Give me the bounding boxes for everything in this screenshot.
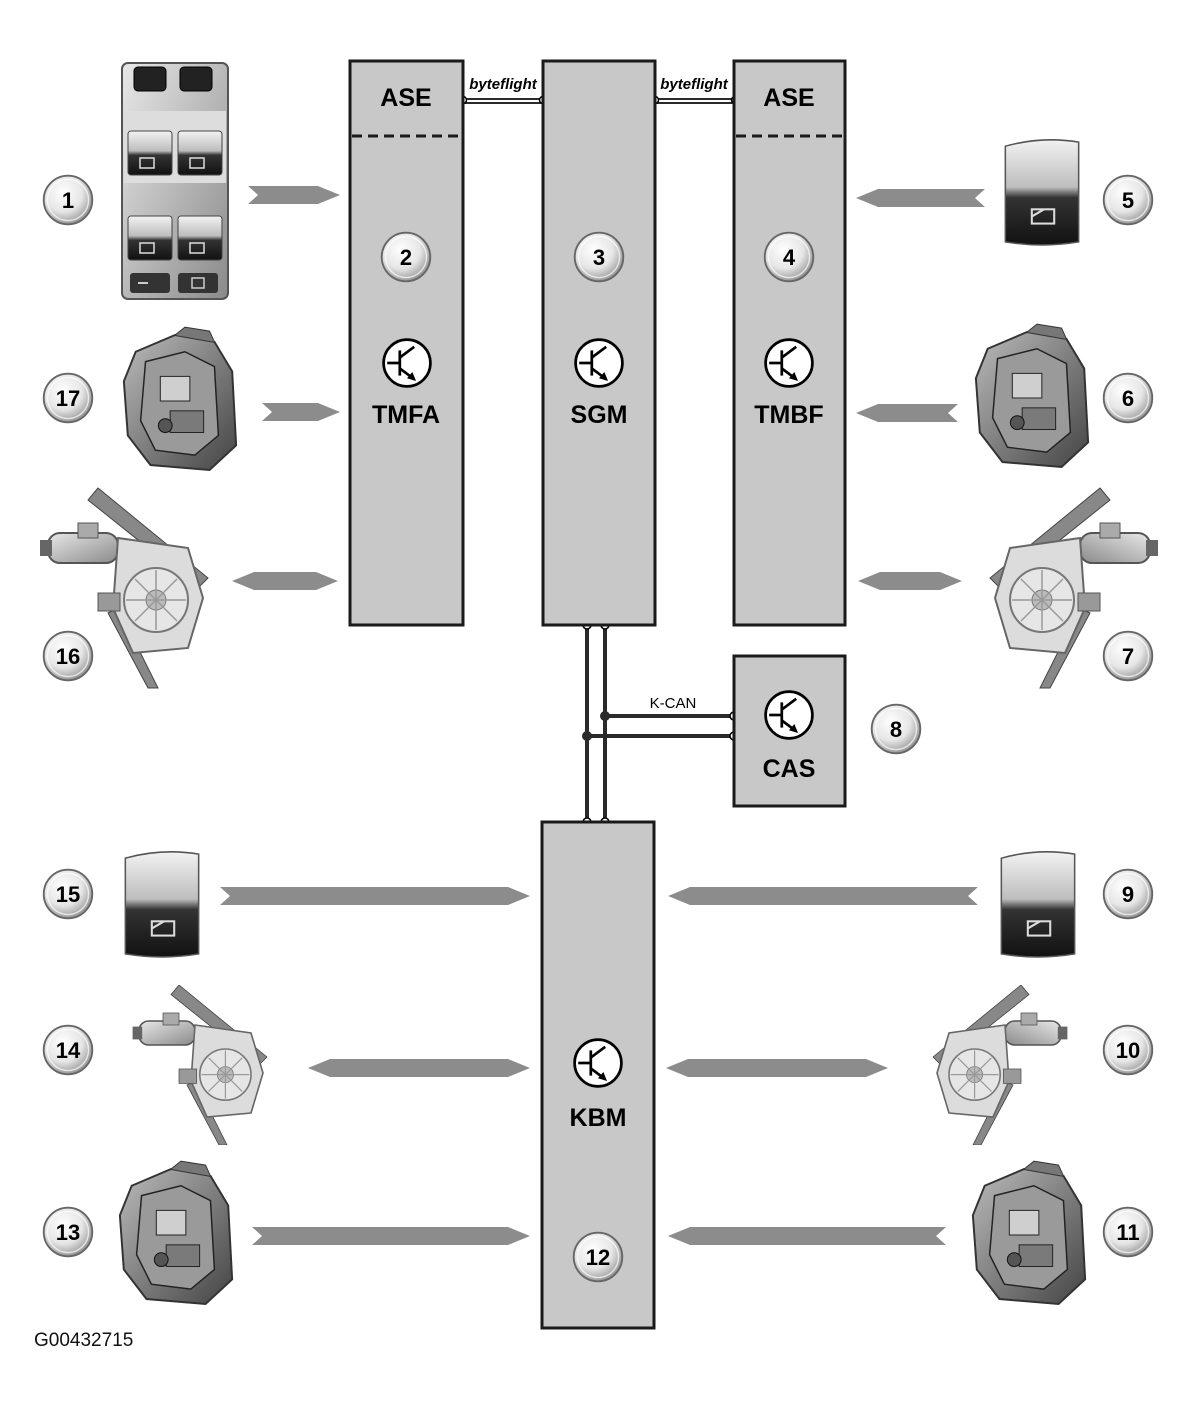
callout-14: 14 bbox=[56, 1038, 81, 1063]
callouts: 1 5 17 6 16 7 15 9 14 10 13 11 bbox=[42, 174, 1154, 1258]
callout-2: 2 bbox=[400, 245, 412, 270]
byteflight-label-right: byteflight bbox=[660, 76, 728, 93]
callout-7: 7 bbox=[1122, 644, 1134, 669]
arrow-7-tmbf bbox=[858, 572, 962, 590]
transistor-icon bbox=[764, 690, 814, 740]
arrow-9-to-kbm bbox=[668, 887, 978, 905]
arrow-16-tmfa bbox=[232, 572, 338, 590]
document-id: G00432715 bbox=[34, 1330, 134, 1351]
window-switch-icon bbox=[1004, 138, 1080, 246]
callout-4: 4 bbox=[783, 245, 796, 270]
byteflight-bus-right: byteflight bbox=[650, 76, 740, 105]
module-sgm-label: SGM bbox=[571, 401, 628, 429]
transistor-icon bbox=[573, 1038, 623, 1088]
callout-16: 16 bbox=[56, 644, 80, 669]
door-lock-actuator-icon bbox=[118, 1160, 234, 1305]
callout-1: 1 bbox=[62, 188, 74, 213]
arrow-14-kbm bbox=[308, 1059, 530, 1077]
callout-10: 10 bbox=[1116, 1038, 1140, 1063]
callout-15: 15 bbox=[56, 882, 80, 907]
module-tmbf-header: ASE bbox=[763, 84, 814, 112]
callout-9: 9 bbox=[1122, 882, 1134, 907]
arrow-10-kbm bbox=[666, 1059, 888, 1077]
window-motor-icon bbox=[931, 985, 1069, 1145]
module-kbm-label: KBM bbox=[570, 1104, 627, 1132]
arrow-6-to-tmbf bbox=[856, 404, 958, 422]
door-lock-actuator-icon bbox=[974, 323, 1090, 468]
byteflight-label-left: byteflight bbox=[469, 76, 537, 93]
kcan-label: K-CAN bbox=[650, 695, 697, 712]
window-switch-icon bbox=[1000, 850, 1076, 958]
module-sgm: 3 SGM bbox=[541, 59, 657, 627]
callout-12: 12 bbox=[586, 1245, 610, 1270]
door-lock-actuator-icon bbox=[122, 326, 238, 471]
module-tmbf-label: TMBF bbox=[754, 401, 823, 429]
callout-13: 13 bbox=[56, 1220, 80, 1245]
transistor-icon bbox=[382, 338, 432, 388]
transistor-icon bbox=[764, 338, 814, 388]
arrow-17-to-tmfa bbox=[262, 403, 340, 421]
module-tmfa-header: ASE bbox=[380, 84, 431, 112]
module-tmfa: ASE 2 TMFA bbox=[348, 59, 465, 627]
window-switch-icon bbox=[124, 850, 200, 958]
window-switch-block-icon bbox=[120, 61, 230, 301]
arrow-11-to-kbm bbox=[668, 1227, 946, 1245]
callout-3: 3 bbox=[593, 245, 605, 270]
arrow-13-to-kbm bbox=[252, 1227, 530, 1245]
callout-17: 17 bbox=[56, 386, 80, 411]
module-cas: CAS bbox=[732, 654, 847, 808]
callout-6: 6 bbox=[1122, 386, 1134, 411]
callout-8: 8 bbox=[890, 717, 902, 742]
byteflight-bus-left: byteflight bbox=[458, 76, 548, 105]
module-tmbf: ASE 4 TMBF bbox=[732, 59, 847, 627]
signal-arrows bbox=[220, 186, 985, 1245]
module-kbm: KBM 12 bbox=[540, 820, 656, 1330]
transistor-icon bbox=[574, 338, 624, 388]
module-tmfa-label: TMFA bbox=[372, 401, 440, 429]
arrow-5-to-tmbf bbox=[856, 189, 985, 207]
arrow-1-to-tmfa bbox=[248, 186, 340, 204]
callout-11: 11 bbox=[1116, 1220, 1139, 1245]
callout-5: 5 bbox=[1122, 188, 1134, 213]
module-cas-label: CAS bbox=[763, 755, 816, 783]
kcan-bus: K-CAN bbox=[582, 620, 739, 827]
window-motor-icon bbox=[131, 985, 269, 1145]
arrow-15-to-kbm bbox=[220, 887, 530, 905]
door-lock-actuator-icon bbox=[971, 1160, 1087, 1305]
